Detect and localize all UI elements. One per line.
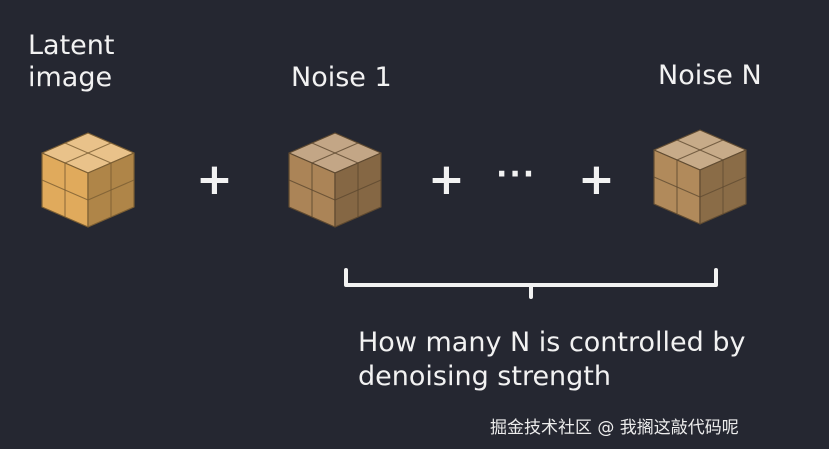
plus-operator-1: + <box>196 154 233 205</box>
noise-1-cube-icon <box>288 132 382 228</box>
noise-1-label: Noise 1 <box>291 62 392 93</box>
annotation-line1: How many N is controlled by <box>358 327 746 358</box>
latent-cube-icon <box>41 132 135 228</box>
latent-label-line1: Latent <box>28 30 115 61</box>
latent-label-line2: image <box>28 62 113 94</box>
ellipsis-operator: ··· <box>496 157 537 192</box>
noise-n-label: Noise N <box>658 60 762 91</box>
plus-operator-2: + <box>428 154 465 205</box>
noise-n-cube-icon <box>653 129 747 225</box>
annotation-line2: denoising strength <box>358 360 612 392</box>
plus-operator-3: + <box>578 154 615 205</box>
range-brace <box>344 268 718 299</box>
watermark: 掘金技术社区 @ 我搁这敲代码呢 <box>490 418 739 438</box>
annotation-text: How many N is controlled by denoising st… <box>358 326 745 394</box>
latent-image-label: Latent image <box>28 30 114 95</box>
